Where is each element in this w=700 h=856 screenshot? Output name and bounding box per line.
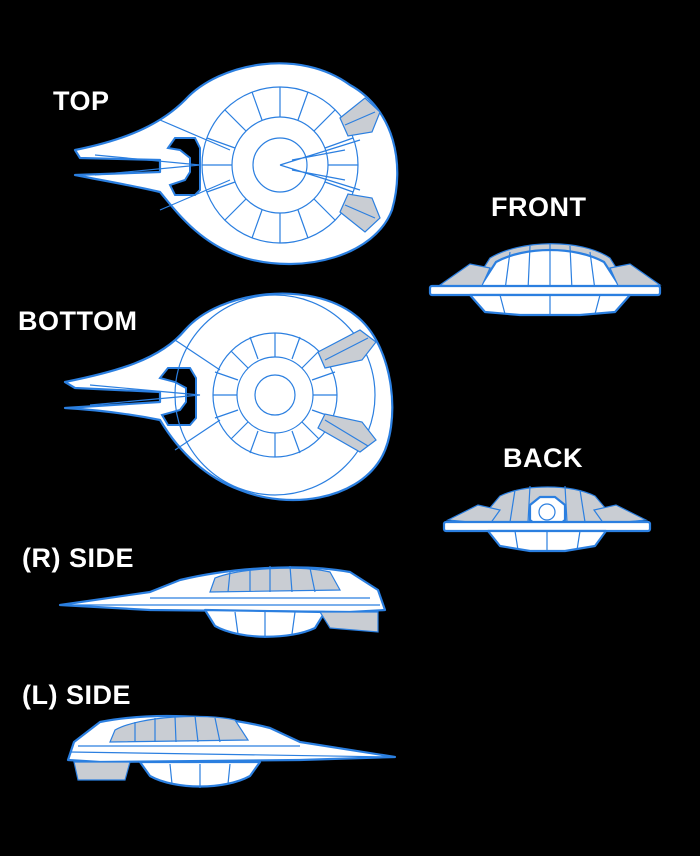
right-side-view-label: (R) SIDE bbox=[22, 543, 134, 573]
left-side-view-label: (L) SIDE bbox=[22, 680, 131, 710]
back-view-label: BACK bbox=[503, 443, 583, 473]
top-view-ship bbox=[73, 62, 399, 266]
front-view-label: FRONT bbox=[491, 192, 587, 222]
right-side-view-ship bbox=[58, 565, 387, 638]
front-view-ship bbox=[428, 243, 662, 317]
left-side-view-ship bbox=[66, 714, 397, 788]
back-view-ship bbox=[442, 485, 652, 553]
bottom-view-label: BOTTOM bbox=[18, 306, 138, 336]
bottom-view-ship bbox=[63, 292, 394, 502]
top-view-label: TOP bbox=[53, 86, 110, 116]
